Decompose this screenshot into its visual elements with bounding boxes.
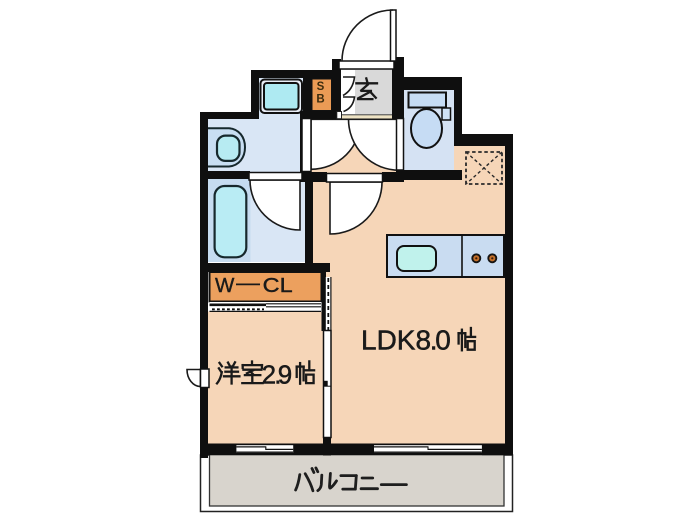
svg-text:.: . [274, 360, 281, 390]
svg-text:0: 0 [435, 325, 451, 356]
svg-text:W: W [215, 274, 235, 297]
svg-text:B: B [316, 93, 324, 105]
svg-text:9: 9 [278, 360, 292, 390]
svg-text:.: . [430, 325, 438, 356]
svg-text:LDK8: LDK8 [361, 325, 431, 356]
svg-text:CL: CL [263, 274, 293, 297]
svg-text:S: S [317, 81, 325, 93]
svg-text:2: 2 [262, 360, 276, 390]
